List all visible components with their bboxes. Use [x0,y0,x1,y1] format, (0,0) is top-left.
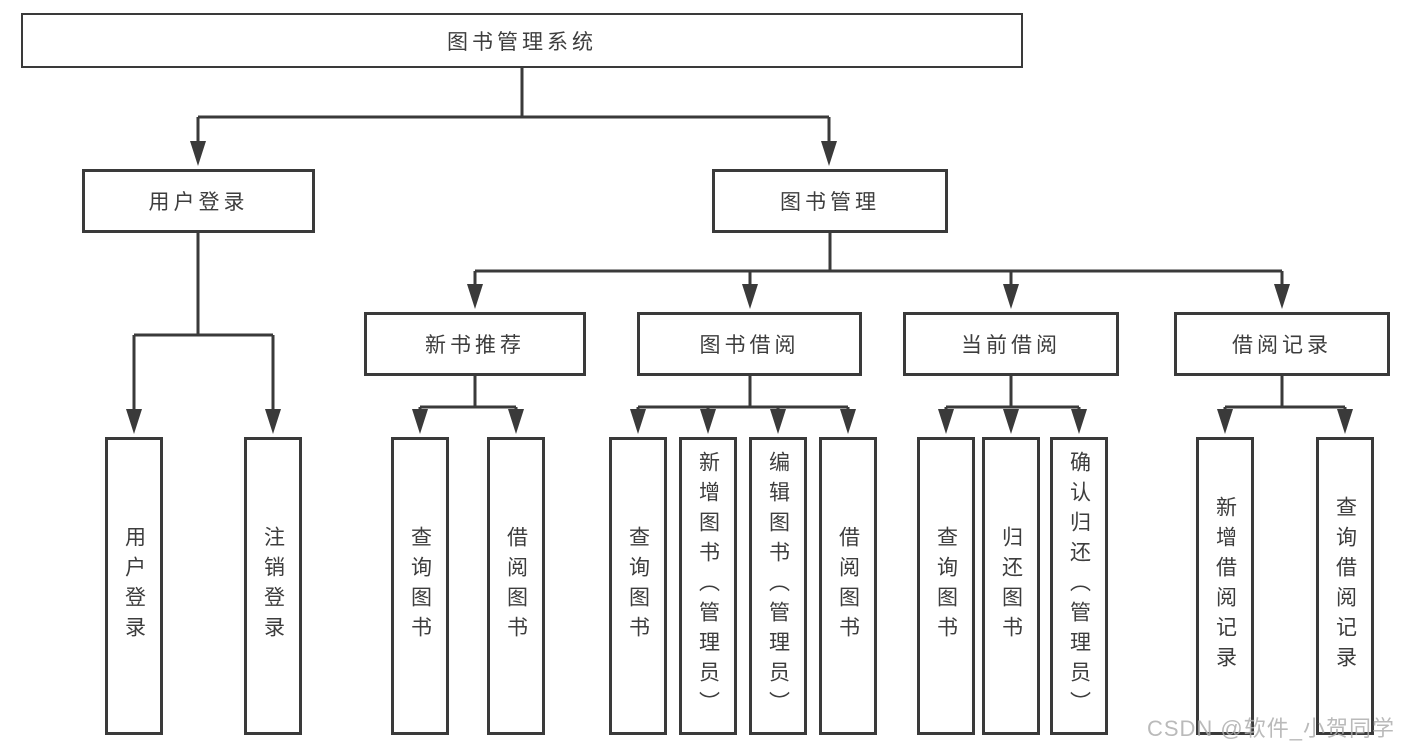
leaf-label: 注销登录 [261,526,285,646]
leaf-edit-books-admin: 编辑图书（管理员） [749,437,807,735]
leaf-return-books: 归还图书 [982,437,1040,735]
leaf-label: 确认归还（管理员） [1067,451,1091,721]
leaf-borrow-books: 借阅图书 [819,437,877,735]
leaf-add-books-admin: 新增图书（管理员） [679,437,737,735]
node-label: 图书管理 [780,191,880,214]
leaf-label: 借阅图书 [836,526,860,646]
node-borrowing-records: 借阅记录 [1174,312,1390,376]
node-label: 借阅记录 [1232,334,1332,357]
node-book-management: 图书管理 [712,169,948,233]
leaf-label: 新增借阅记录 [1213,496,1237,676]
leaf-confirm-return-admin: 确认归还（管理员） [1050,437,1108,735]
leaf-label: 借阅图书 [504,526,528,646]
leaf-query-borrow-record: 查询借阅记录 [1316,437,1374,735]
leaf-label: 用户登录 [122,526,146,646]
leaf-label: 新增图书（管理员） [696,451,720,721]
node-label: 新书推荐 [425,334,525,357]
node-user-login: 用户登录 [82,169,315,233]
leaf-label: 查询借阅记录 [1333,496,1357,676]
node-label: 用户登录 [148,191,249,214]
node-label: 图书管理系统 [447,30,597,54]
node-new-book-recommendation: 新书推荐 [364,312,586,376]
node-book-borrowing: 图书借阅 [637,312,862,376]
node-library-management-system: 图书管理系统 [21,13,1023,68]
leaf-query-books-recommend: 查询图书 [391,437,449,735]
node-label: 当前借阅 [961,334,1061,357]
node-current-borrowing: 当前借阅 [903,312,1119,376]
leaf-label: 归还图书 [999,526,1023,646]
leaf-query-books-current: 查询图书 [917,437,975,735]
leaf-borrow-books-recommend: 借阅图书 [487,437,545,735]
leaf-add-borrow-record: 新增借阅记录 [1196,437,1254,735]
leaf-label: 查询图书 [626,526,650,646]
leaf-label: 查询图书 [408,526,432,646]
leaf-label: 查询图书 [934,526,958,646]
leaf-logout: 注销登录 [244,437,302,735]
leaf-user-login: 用户登录 [105,437,163,735]
leaf-label: 编辑图书（管理员） [766,451,790,721]
node-label: 图书借阅 [699,334,800,357]
leaf-query-books-borrow: 查询图书 [609,437,667,735]
